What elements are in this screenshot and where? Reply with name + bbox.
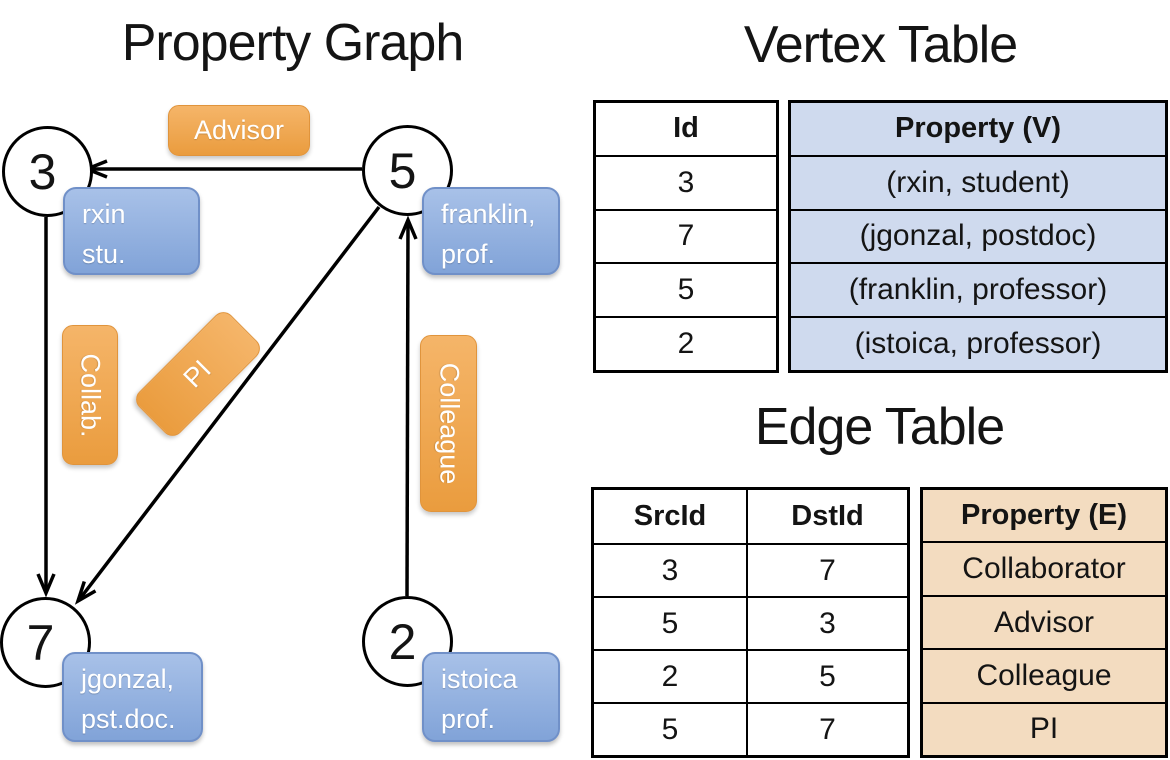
edge-table-cell-dstid: 3: [746, 596, 907, 649]
edge-table-cell-property: PI: [923, 701, 1165, 756]
vertex-table-cell-property: (franklin, professor): [791, 262, 1165, 317]
property-line: stu.: [82, 239, 126, 269]
edge-collaborator-arrowhead: [36, 573, 56, 598]
vertex-table-property-column: Property (V) (rxin, student) (jgonzal, p…: [788, 100, 1168, 373]
property-line: prof.: [441, 704, 496, 734]
edge-label-text: Colleague: [434, 362, 464, 485]
vertex-table-cell-id: 7: [596, 208, 776, 263]
property-line: rxin: [82, 199, 126, 229]
vertex-table-header-property: Property (V): [791, 103, 1165, 155]
edge-table-cell-property: Collaborator: [923, 541, 1165, 595]
edge-pi-arrowhead: [74, 580, 97, 605]
vertex-id-label: 2: [388, 613, 417, 670]
vertex-table: Id 3 7 5 2 Property (V) (rxin, student) …: [593, 100, 1168, 373]
edge-table-cell-property: Advisor: [923, 594, 1165, 649]
edge-pi-line: [77, 205, 381, 602]
edge-table-cell-dstid: 7: [746, 702, 907, 755]
edge-table: SrcId DstId 3 7 5 3 2 5 5 7 Property (E)…: [591, 487, 1168, 758]
edge-table-cell-srcid: 5: [594, 596, 746, 649]
edge-table-header-dstid: DstId: [746, 490, 907, 543]
edge-label-text: Advisor: [193, 115, 285, 145]
vertex-table-title: Vertex Table: [743, 16, 1018, 74]
property-line: jgonzal,: [81, 664, 175, 694]
vertex-property-box-5: franklin, prof.: [422, 187, 560, 275]
graph-edges-canvas: [36, 159, 418, 605]
property-graph-title: Property Graph: [121, 14, 465, 72]
edge-table-src-dst-columns: SrcId DstId 3 7 5 3 2 5 5 7: [591, 487, 910, 758]
vertex-table-cell-property: (jgonzal, postdoc): [791, 208, 1165, 263]
vertex-table-cell-property: (rxin, student): [791, 154, 1165, 209]
edge-table-header-srcid: SrcId: [633, 500, 707, 532]
edge-table-title: Edge Table: [754, 398, 1005, 456]
vertex-table-cell-id: 5: [596, 262, 776, 316]
vertex-id-label: 7: [26, 614, 55, 671]
edge-table-property-column: Property (E) Collaborator Advisor Collea…: [920, 487, 1168, 758]
vertex-node-2: 2: [362, 596, 453, 687]
edge-table-cell-dstid: 7: [746, 543, 907, 596]
property-line: franklin,: [441, 199, 536, 229]
edge-table-cell-property: Colleague: [923, 648, 1165, 702]
edge-colleague-line: [405, 220, 410, 597]
edge-label-colleague: Colleague: [420, 335, 477, 512]
edge-label-text: Collab.: [75, 352, 106, 438]
edge-table-header-property: Property (E): [923, 490, 1165, 542]
property-line: prof.: [441, 239, 496, 269]
vertex-id-label: 5: [388, 142, 417, 199]
edge-label-collaborator: Collab.: [62, 325, 118, 465]
edge-table-cell-srcid: 5: [594, 702, 746, 755]
vertex-property-box-2: istoica prof.: [422, 652, 560, 742]
edge-colleague-arrowhead: [398, 215, 418, 240]
vertex-property-box-3: rxin stu.: [63, 187, 200, 275]
edge-table-cell-srcid: 2: [594, 649, 746, 702]
edge-table-cell-dstid: 5: [746, 649, 907, 702]
vertex-table-cell-property: (istoica, professor): [791, 316, 1165, 370]
property-line: istoica: [441, 664, 518, 694]
vertex-property-box-7: jgonzal, pst.doc.: [62, 652, 203, 742]
vertex-table-id-column: Id 3 7 5 2: [593, 100, 779, 373]
edge-label-advisor: Advisor: [168, 105, 310, 156]
property-line: pst.doc.: [81, 704, 176, 734]
vertex-id-label: 3: [28, 143, 57, 200]
property-graph-panel: Property Graph 3 5 7: [0, 14, 560, 742]
vertex-table-cell-id: 2: [596, 316, 776, 370]
edge-label-text: PI: [178, 354, 218, 394]
vertex-table-cell-id: 3: [596, 154, 776, 209]
vertex-table-header-id: Id: [673, 112, 699, 145]
edge-table-cell-srcid: 3: [594, 543, 746, 596]
